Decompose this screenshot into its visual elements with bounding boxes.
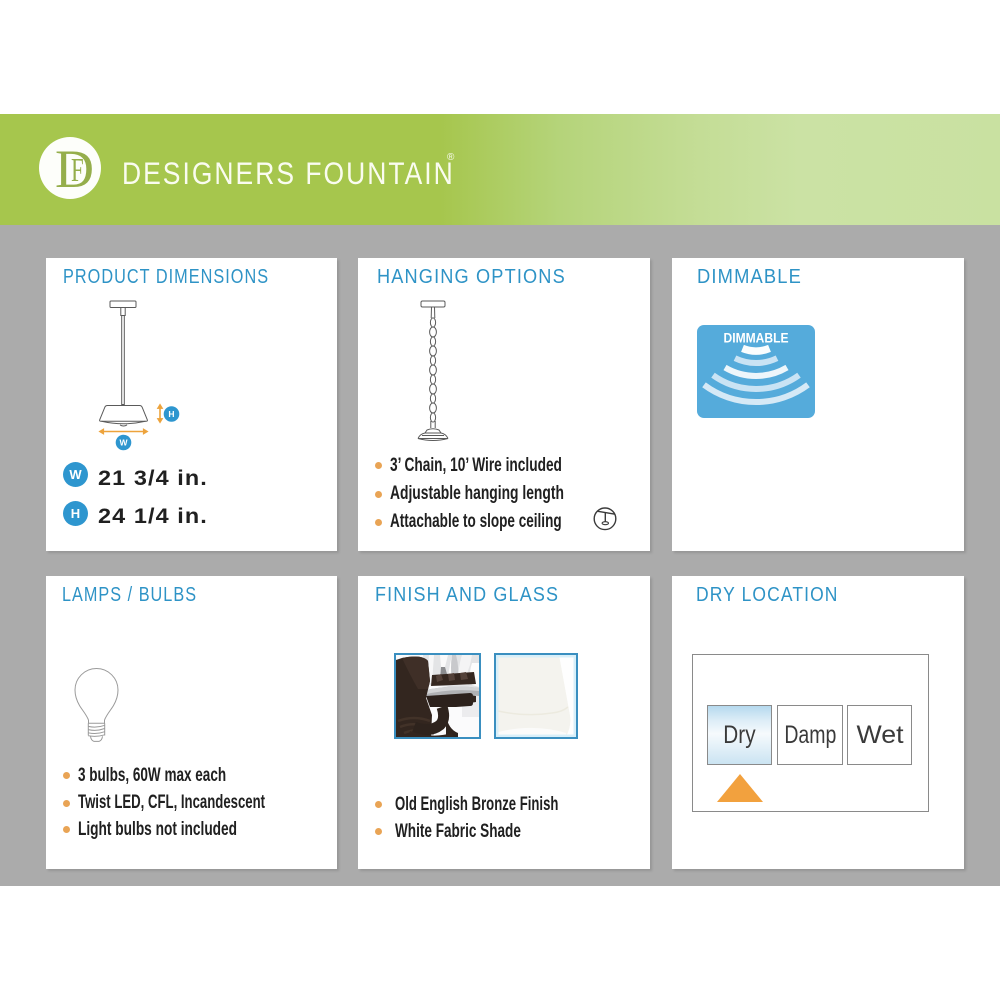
- svg-text:W: W: [119, 438, 128, 448]
- svg-text:DIMMABLE: DIMMABLE: [724, 330, 789, 346]
- svg-text:H: H: [168, 409, 174, 419]
